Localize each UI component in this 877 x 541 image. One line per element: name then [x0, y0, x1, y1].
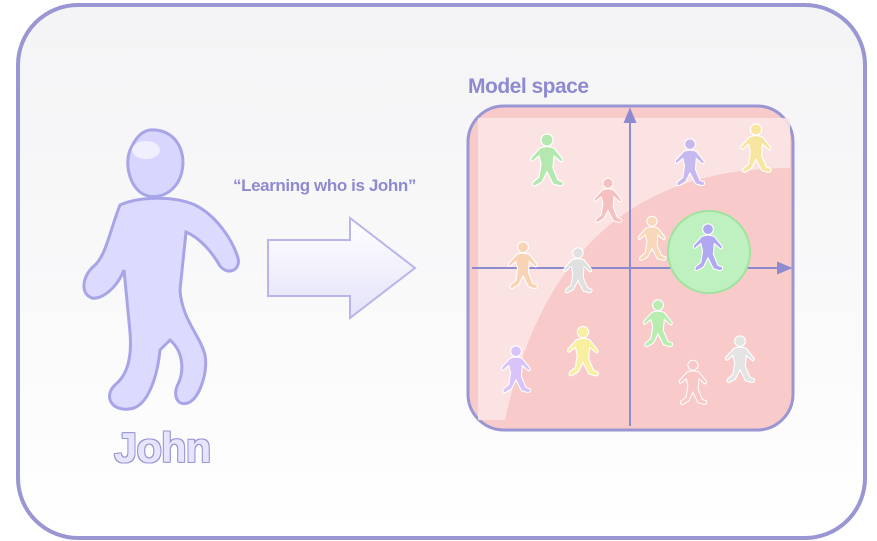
john-name-label: John: [114, 424, 211, 471]
model-space-title: Model space: [468, 75, 589, 98]
learning-caption: “Learning who is John”: [233, 176, 416, 195]
model-space-light-region: [478, 118, 790, 420]
john-figure: [82, 128, 240, 411]
arrow-shape: [267, 215, 417, 321]
